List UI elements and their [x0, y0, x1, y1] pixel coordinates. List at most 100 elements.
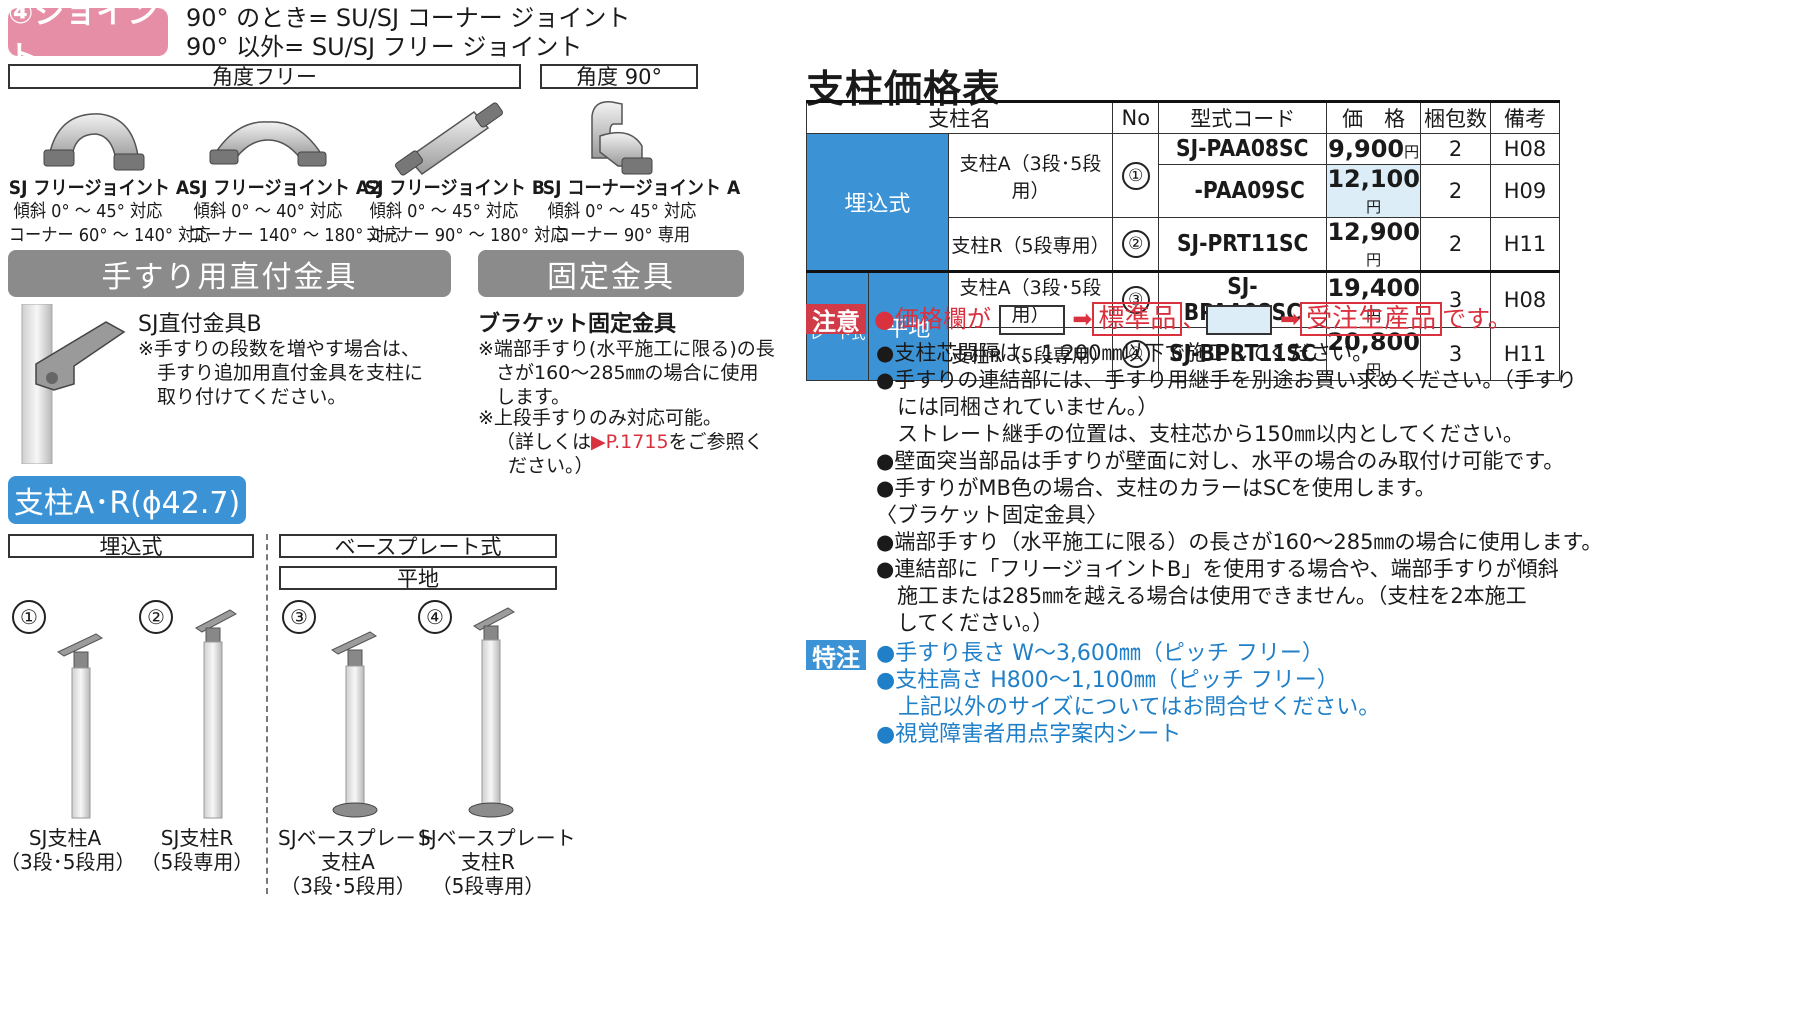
post-a-image — [56, 633, 104, 819]
row-qty: 2 — [1420, 217, 1491, 272]
frame-free-angle: 角度フリー — [8, 64, 521, 89]
row-name: 支柱A（3段･5段用） — [947, 133, 1114, 218]
header-no: No — [1112, 100, 1160, 134]
header-post-name: 支柱名 — [805, 100, 1114, 134]
bracket-note-2: さが160～285㎜の場合に使用 — [496, 362, 759, 384]
bracket-reference: （詳しくは▶P.1715をご参照く — [496, 430, 764, 454]
row-qty: 3 — [1420, 271, 1491, 328]
special-list: ●手すり長さ W～3,600㎜（ピッチ フリー） ●支柱高さ H800～1,10… — [876, 640, 1380, 748]
category-embed: 埋込式 — [806, 133, 949, 272]
row-price: 9,900円 — [1326, 133, 1422, 165]
post-a-label: SJ支柱A — [28, 826, 102, 850]
table-row: ベースプレート式 平地 支柱A（3段･5段用） ③ SJ-BPAA08SC 19… — [806, 271, 1560, 381]
order-label: 受注生産品 — [1300, 302, 1443, 336]
joint-a-spec-1: 傾斜 0° ～ 45° 対応 — [13, 201, 163, 222]
caution-item: ●連結部に「フリージョイントB」を使用する場合や、端部手すりが傾斜 — [876, 557, 1559, 581]
no-circle: ③ — [1121, 286, 1150, 314]
post-num-2: ② — [139, 600, 173, 634]
bracket-reference-end: ださい。） — [508, 455, 594, 477]
direct-fitting-image — [21, 304, 126, 464]
band-direct-fitting: 手すり用直付金具 — [8, 250, 451, 297]
row-note: H08 — [1490, 133, 1560, 165]
joint-a2-image — [209, 121, 327, 167]
post-num-3: ③ — [282, 600, 316, 634]
posts-badge: 支柱A･R(ϕ42.7) — [8, 476, 246, 524]
post-r-image — [195, 609, 237, 819]
direct-fitting-note-2: 手すり追加用直付金具を支柱に — [157, 362, 424, 384]
joint-line-2: 90° 以外= SU/SJ フリー ジョイント — [186, 33, 583, 61]
joint-a-spec-2: コーナー 60° ～ 140° 対応 — [8, 225, 211, 246]
post-base-a-label: SJベースプレート — [278, 826, 436, 850]
row-note: H11 — [1490, 217, 1560, 272]
joint-b-image — [395, 102, 503, 176]
joint-a2-name: SJ フリージョイント A2 — [188, 177, 381, 199]
no-circle: ② — [1121, 230, 1150, 258]
joint-line-1: 90° のとき= SU/SJ コーナー ジョイント — [186, 4, 631, 32]
corner-joint-spec-1: 傾斜 0° ～ 45° 対応 — [547, 201, 697, 222]
caution-item: ストレート継手の位置は、支柱芯から150㎜以内としてください。 — [876, 422, 1524, 446]
page-reference-link[interactable]: P.1715 — [605, 431, 669, 453]
post-base-r-sub: （5段専用） — [431, 874, 545, 898]
arrow-right-icon: ➡ — [1280, 305, 1301, 333]
row-no: ③ — [1112, 271, 1160, 328]
joint-a-name: SJ フリージョイント A — [8, 177, 190, 199]
caution-item: 施工または285㎜を越える場合は使用できません。（支柱を2本施工 — [876, 584, 1527, 608]
header-price: 価 格 — [1326, 100, 1422, 134]
joint-b-spec-1: 傾斜 0° ～ 45° 対応 — [369, 201, 519, 222]
caution-item: ●手すりの連結部には、手すり用継手を別途お買い求めください。（手すり — [876, 368, 1577, 392]
bracket-reference-post: をご参照く — [668, 431, 764, 453]
row-no: ② — [1112, 217, 1160, 272]
no-circle: ④ — [1121, 340, 1150, 368]
table-row: 埋込式 支柱A（3段･5段用） ① SJ-PAA08SC 9,900円 2 H0… — [806, 133, 1560, 272]
row-code: SJ-PAA08SC — [1158, 133, 1328, 165]
post-base-a-label-2: 支柱A — [321, 850, 375, 874]
table-row: -PAA09SC 12,100円 2 H09 — [807, 164, 1560, 218]
header-qty: 梱包数 — [1420, 100, 1491, 134]
row-name: 支柱A（3段･5段用） — [947, 271, 1114, 328]
frame-baseplate: ベースプレート式 — [279, 534, 557, 558]
post-num-1: ① — [12, 600, 46, 634]
frame-flat: 平地 — [279, 566, 557, 590]
frame-embed: 埋込式 — [8, 534, 254, 558]
row-qty: 3 — [1420, 327, 1491, 381]
bracket-title: ブラケット固定金具 — [478, 312, 677, 337]
arrow-right-icon: ➡ — [1072, 305, 1093, 333]
standard-swatch — [998, 305, 1065, 335]
special-item: 上記以外のサイズについてはお問合せください。 — [876, 695, 1381, 720]
post-r-label: SJ支柱R — [160, 826, 234, 850]
row-code: SJ-PRT11SC — [1158, 217, 1328, 272]
joint-b-spec-2: コーナー 90° ～ 180° 対応 — [364, 225, 567, 246]
post-base-r-label: SJベースプレート — [418, 826, 576, 850]
special-badge: 特注 — [806, 640, 866, 672]
row-price: 12,100円 — [1326, 164, 1422, 218]
caution-item: してください。） — [876, 611, 1054, 635]
joint-b-name: SJ フリージョイント B — [364, 177, 545, 199]
bracket-note-1: ※端部手すり(水平施工に限る)の長 — [478, 338, 775, 360]
bracket-note-4: ※上段手すりのみ対応可能。 — [478, 407, 722, 429]
caution-list: ●支柱芯間隔は、1,200㎜以下で施工してください。 ●手すりの連結部には、手す… — [876, 340, 1602, 637]
joint-badge: ④ジョイント — [8, 0, 168, 75]
row-name: 支柱R（5段専用） — [947, 327, 1114, 381]
post-base-a-image — [330, 631, 378, 818]
row-note: H09 — [1490, 164, 1560, 218]
post-a-sub: （3段･5段用） — [0, 850, 136, 874]
section-divider — [266, 534, 268, 894]
caution-item: 〈ブラケット固定金具〉 — [876, 503, 1107, 527]
caution-badge: 注意 — [806, 304, 866, 336]
category-flat: 平地 — [867, 271, 949, 381]
joint-a2-spec-1: 傾斜 0° ～ 40° 対応 — [193, 201, 343, 222]
direct-fitting-note-1: ※手すりの段数を増やす場合は、 — [138, 338, 420, 360]
caution-lead: ●価格欄が — [874, 305, 991, 333]
caution-item: ●支柱芯間隔は、1,200㎜以下で施工してください。 — [876, 341, 1374, 365]
caution-item: ●壁面突当部品は手すりが壁面に対し、水平の場合のみ取付け可能です。 — [876, 449, 1565, 473]
special-item: ●視覚障害者用点字案内シート — [876, 722, 1182, 747]
table-row: 支柱R（5段専用） ④ SJ-BPRT11SC 20,800円 3 H11 — [807, 327, 1560, 381]
caution-item: ●端部手すり（水平施工に限る）の長さが160～285㎜の場合に使用します。 — [876, 530, 1603, 554]
caution-sep: 、 — [1182, 305, 1207, 333]
post-r-sub: （5段専用） — [140, 850, 254, 874]
row-note: H08 — [1490, 271, 1560, 328]
post-base-r-image — [468, 607, 515, 818]
row-qty: 2 — [1420, 164, 1491, 218]
order-swatch — [1206, 305, 1273, 335]
caution-legend: ●価格欄が ➡標準品、 ➡受注生産品です。 — [874, 302, 1512, 336]
